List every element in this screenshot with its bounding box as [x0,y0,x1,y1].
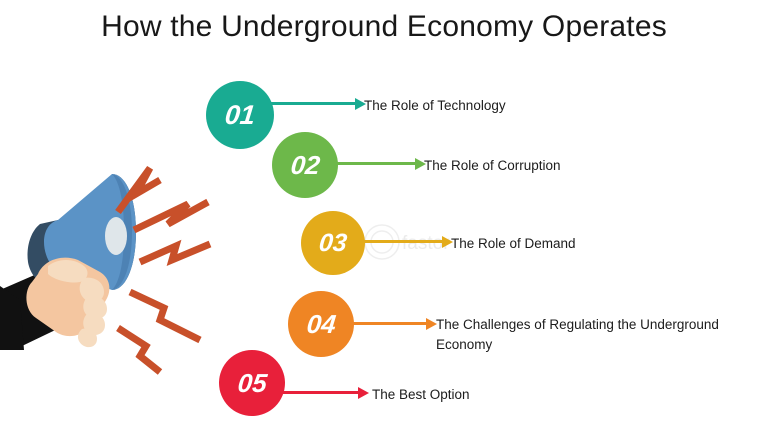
step-connector-02 [333,157,426,170]
arrow-head-icon [442,235,453,248]
step-label-04: The Challenges of Regulating the Undergr… [436,317,719,352]
megaphone-highlight [105,217,127,255]
bolt-5 [116,325,163,375]
step-connector-01 [268,97,366,110]
arrow-head-icon [415,157,426,170]
step-number-01: 01 [223,99,257,130]
step-label-03: The Role of Demand [451,236,576,251]
arrow-head-icon [426,317,437,330]
hand-shape [26,257,110,348]
megaphone-illustration [0,150,280,380]
step-badge-05[interactable]: 05 [219,350,285,416]
step-label-01: The Role of Technology [364,98,506,113]
step-badge-04[interactable]: 04 [288,291,354,357]
step-number-02: 02 [288,150,322,180]
step-number-03: 03 [317,228,349,257]
bolt-3 [138,239,212,267]
step-connector-03 [360,235,453,248]
sound-bolts [115,165,212,375]
step-badge-02[interactable]: 02 [272,132,338,198]
step-number-04: 04 [304,309,338,339]
page-title: How the Underground Economy Operates [101,10,667,43]
step-label-02: The Role of Corruption [424,158,561,173]
step-connector-04 [349,317,437,330]
step-label-05: The Best Option [372,387,470,402]
bolt-1 [115,165,162,215]
arrow-head-icon [355,97,366,110]
step-number-05: 05 [235,368,269,398]
step-connector-05 [280,386,369,399]
step-badge-03[interactable]: 03 [301,211,365,275]
arrow-head-icon [358,386,369,399]
bolt-2 [132,198,210,234]
bolt-4 [128,288,202,344]
step-badge-01[interactable]: 01 [206,81,274,149]
